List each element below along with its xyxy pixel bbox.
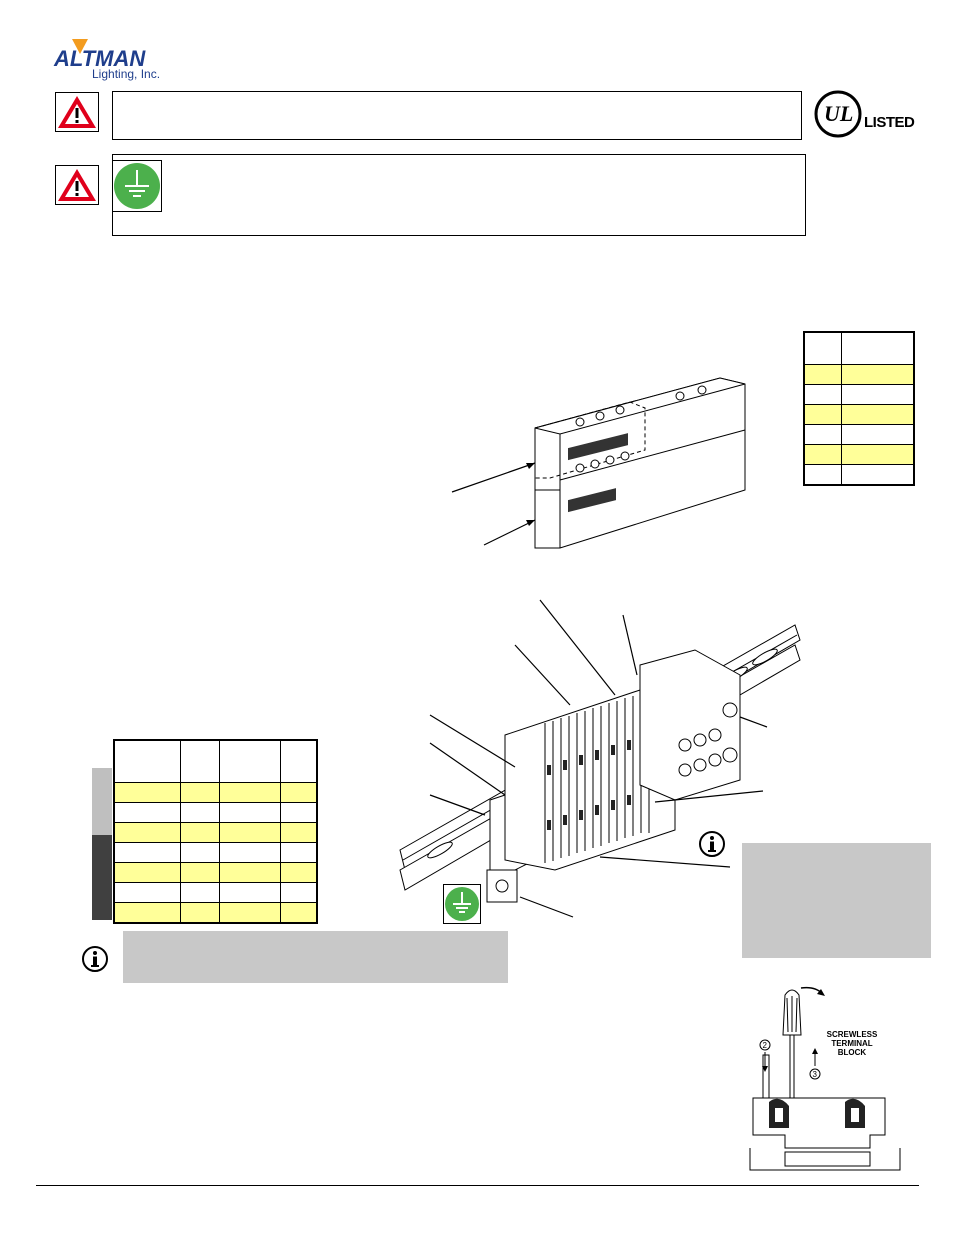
table-row xyxy=(113,739,318,783)
ul-logo-icon: UL xyxy=(814,90,862,138)
info-icon xyxy=(699,831,725,857)
table-row xyxy=(803,424,915,445)
table-row xyxy=(803,384,915,405)
table-row xyxy=(113,862,318,883)
logo-sub: Lighting, Inc. xyxy=(92,67,160,81)
enclosure-drawing xyxy=(440,370,760,560)
screwless-caption: SCREWLESS TERMINAL BLOCK xyxy=(826,1030,878,1057)
svg-text:3: 3 xyxy=(813,1070,818,1079)
enclosure-illustration xyxy=(451,377,746,549)
warning-triangle-icon xyxy=(55,165,99,205)
logo: ALTMAN Lighting, Inc. xyxy=(52,36,172,82)
ground-icon-1 xyxy=(112,160,162,212)
footer-rule xyxy=(36,1185,919,1186)
ul-listed-text: LISTED xyxy=(864,114,915,131)
info-icon-left xyxy=(80,944,110,974)
terminal-block-illustration xyxy=(399,599,801,918)
table-row xyxy=(803,464,915,486)
table-row xyxy=(113,782,318,803)
info-box-right xyxy=(742,843,931,958)
warning-box-2 xyxy=(112,154,806,236)
info-icon xyxy=(82,946,108,972)
table-row xyxy=(803,364,915,385)
table-row xyxy=(113,842,318,863)
table-row xyxy=(803,404,915,425)
ground-symbol-icon xyxy=(443,884,481,924)
side-bar-light xyxy=(92,768,112,835)
svg-text:2: 2 xyxy=(763,1041,768,1050)
table-row xyxy=(113,882,318,903)
right-table xyxy=(803,331,915,486)
ground-icon-2 xyxy=(443,884,481,924)
warning-box-1 xyxy=(112,91,802,140)
ul-listed-mark: UL LISTED xyxy=(812,88,922,140)
info-icon-right xyxy=(697,829,727,859)
ground-symbol-icon xyxy=(112,160,162,212)
table-row xyxy=(113,902,318,924)
warning-triangle-icon xyxy=(55,92,99,132)
warning-icon-2 xyxy=(55,165,99,205)
logo-main: ALTMAN xyxy=(53,46,146,71)
info-box-left xyxy=(123,931,508,983)
warning-icon-1 xyxy=(55,92,99,132)
screwless-terminal-illustration: 2 3 1 xyxy=(749,986,901,1171)
table-row xyxy=(113,802,318,823)
left-table xyxy=(113,739,318,924)
din-rail-drawing xyxy=(395,595,805,925)
logo-graphic: ALTMAN Lighting, Inc. xyxy=(53,39,160,81)
screwless-diagram: 2 3 1 SCREWLESS TERMINAL BLOCK xyxy=(745,980,905,1175)
table-row xyxy=(803,331,915,365)
table-row xyxy=(113,822,318,843)
side-bar-dark xyxy=(92,835,112,920)
table-row xyxy=(803,444,915,465)
svg-text:UL: UL xyxy=(824,101,853,126)
